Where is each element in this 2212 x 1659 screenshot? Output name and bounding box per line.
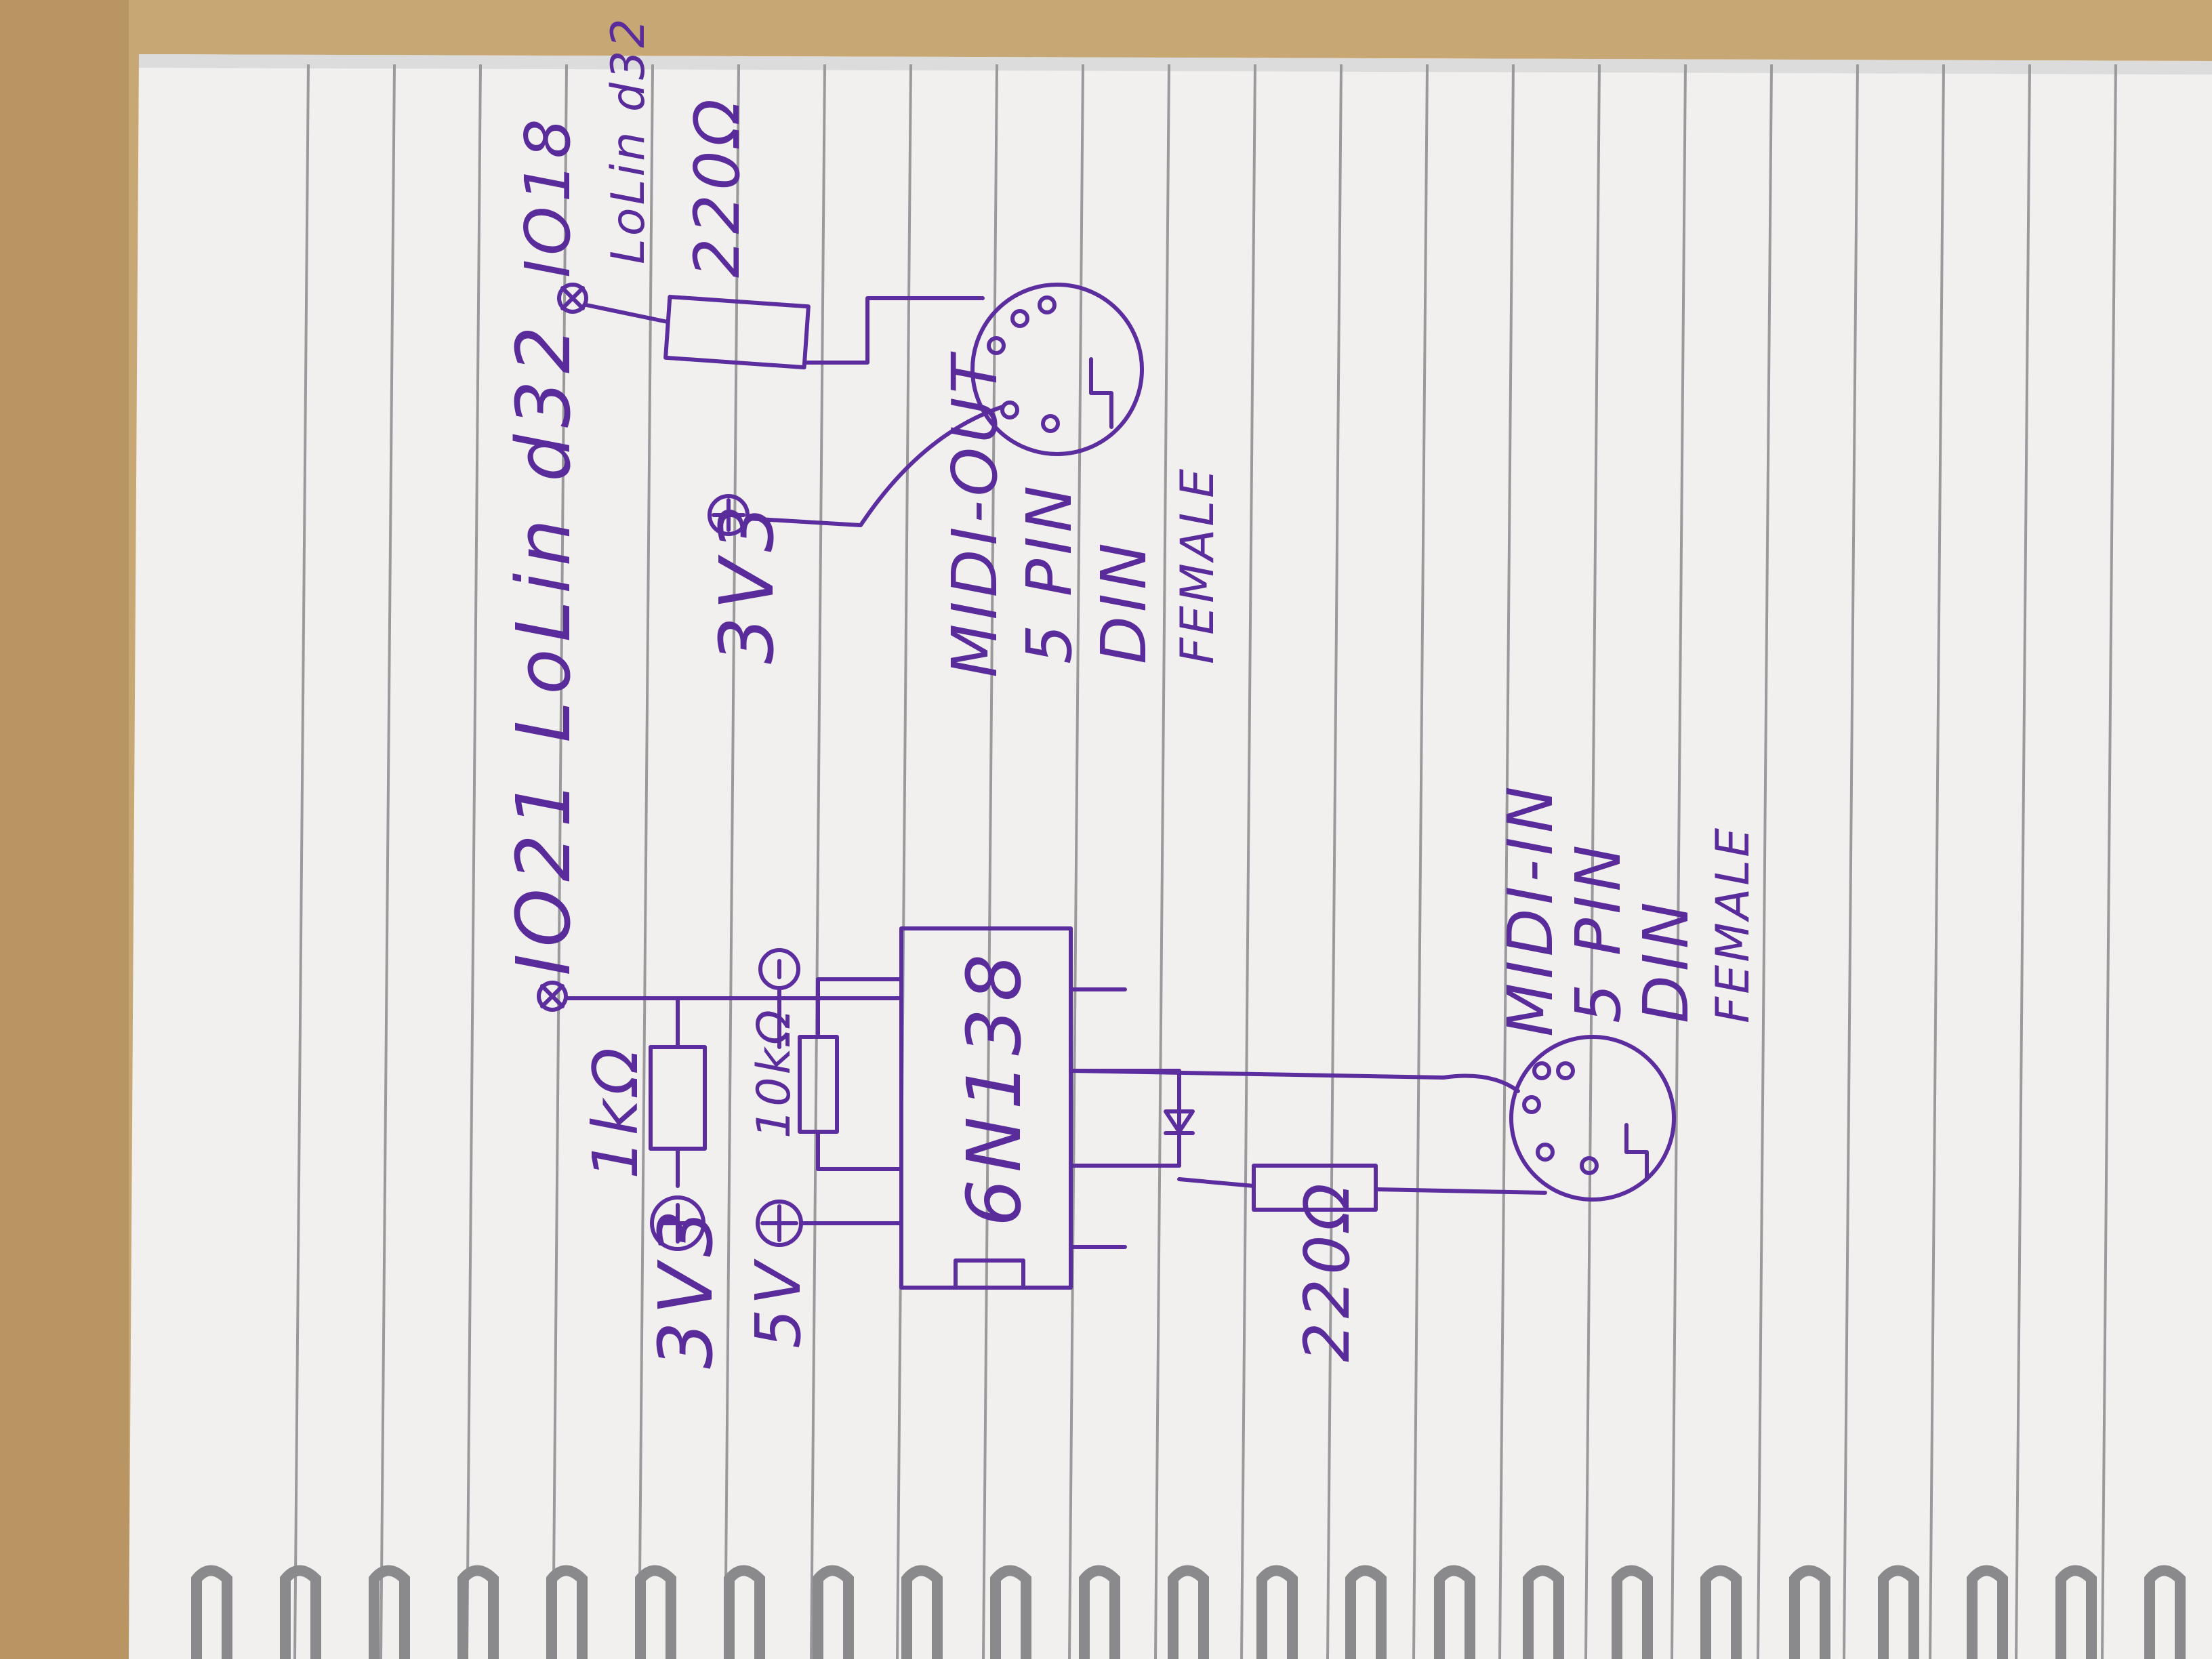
spiral-ring [1345, 1565, 1387, 1659]
text-5v: 5V [742, 1258, 815, 1349]
wire-ic-to-din-in [1069, 1069, 1520, 1093]
spiral-ring [2055, 1565, 2097, 1659]
rule-line [896, 64, 912, 1659]
midi-in-din-socket [1509, 1035, 1676, 1202]
midi-in-circuit [537, 926, 1676, 1290]
label-midi-out: MIDI-OUT 5 PIN DIN FEMALE [939, 351, 1225, 678]
rule-line [1671, 64, 1687, 1659]
spiral-ring [280, 1565, 321, 1659]
text-io21-lolin: IO21 LoLin d32 [500, 319, 587, 976]
text-midi-out-line1: MIDI-OUT [939, 351, 1011, 678]
spiral-ring [457, 1565, 499, 1659]
wire-3v3-to-din [745, 405, 1005, 527]
rule-line [2015, 64, 2031, 1659]
rule-line [380, 64, 396, 1659]
resistor-220-out [663, 294, 811, 370]
text-midi-in-line4: FEMALE [1706, 825, 1760, 1023]
spiral-ring [1789, 1565, 1830, 1659]
rule-line [293, 64, 310, 1659]
text-midi-in-line2: 5 PIN [1562, 841, 1635, 1023]
text-io18: IO18 [512, 115, 584, 278]
spiral-ring [1612, 1565, 1653, 1659]
rule-line [1757, 64, 1773, 1659]
rule-line [466, 64, 482, 1659]
text-ic: 6N138 [951, 947, 1038, 1227]
text-lolin-small: LoLin d32 [602, 16, 655, 264]
spiral-ring [1079, 1565, 1120, 1659]
rule-line [1068, 64, 1084, 1659]
label-3v3-in: 3V3 [642, 1203, 729, 1369]
spiral-ring [369, 1565, 410, 1659]
spiral-ring [1523, 1565, 1564, 1659]
supply-3v3-out [708, 494, 750, 536]
label-io21-lolin: IO21 LoLin d32 [500, 319, 587, 976]
rule-line [2101, 64, 2117, 1659]
rule-line [638, 64, 654, 1659]
label-io18: IO18 [512, 115, 584, 278]
midi-out-din-socket [970, 283, 1144, 456]
io18-pin-marker [557, 283, 588, 314]
rule-line [1929, 64, 1945, 1659]
supply-5v [756, 1200, 803, 1247]
notebook-page [129, 54, 2212, 1659]
midi-out-circuit [557, 283, 1144, 536]
wire-resistor-to-din [804, 296, 985, 365]
rule-line [1584, 64, 1601, 1659]
rule-line [810, 64, 826, 1659]
rule-line [1326, 64, 1343, 1659]
spiral-ring [635, 1565, 676, 1659]
label-r220-in: 220Ω [1291, 1179, 1364, 1362]
label-1k: 1kΩ [579, 1044, 652, 1179]
rule-line [1412, 64, 1429, 1659]
text-10k: 10kΩ [747, 1007, 801, 1139]
label-3v3-out: 3V3 [703, 498, 790, 664]
label-lolin-small: LoLin d32 [602, 16, 655, 264]
spiral-ring [191, 1565, 232, 1659]
spiral-ring [546, 1565, 588, 1659]
text-1k: 1kΩ [579, 1044, 652, 1179]
diode [1164, 1069, 1195, 1168]
text-midi-in-line3: DIN [1630, 898, 1702, 1023]
rule-line [1154, 64, 1170, 1659]
rule-line [1240, 64, 1256, 1659]
spiral-ring [1878, 1565, 1919, 1659]
spiral-ring [1434, 1565, 1475, 1659]
spiral-ring [1168, 1565, 1209, 1659]
label-r220-out: 220Ω [681, 95, 754, 278]
label-5v: 5V [742, 1258, 815, 1349]
spiral-ring [724, 1565, 765, 1659]
label-midi-in: MIDI-IN 5 PIN DIN FEMALE [1494, 782, 1760, 1037]
rule-line [552, 64, 568, 1659]
label-ic: 6N138 [951, 947, 1038, 1227]
text-r220-out: 220Ω [681, 95, 754, 278]
supply-3v3-in [650, 1195, 705, 1251]
spiral-ring [990, 1565, 1031, 1659]
spiral-ring [1967, 1565, 2008, 1659]
rule-line [724, 64, 740, 1659]
spiral-ring [1256, 1565, 1298, 1659]
rule-line [1843, 64, 1859, 1659]
text-r220-in: 220Ω [1291, 1179, 1364, 1362]
text-3v3-in: 3V3 [642, 1203, 729, 1369]
text-3v3-out: 3V3 [703, 498, 790, 664]
spiral-ring [2144, 1565, 2186, 1659]
text-midi-out-line3: DIN [1088, 539, 1160, 664]
desk-edge [0, 0, 129, 1659]
ruled-lines [293, 64, 2117, 1659]
text-midi-in-line1: MIDI-IN [1494, 782, 1567, 1037]
label-10k: 10kΩ [747, 1007, 801, 1139]
rule-line [982, 64, 998, 1659]
rule-line [1498, 64, 1515, 1659]
spiral-ring [901, 1565, 943, 1659]
spiral-ring [813, 1565, 854, 1659]
spiral-binding [191, 1565, 2186, 1659]
text-midi-out-line2: 5 PIN [1013, 482, 1086, 664]
spiral-ring [1700, 1565, 1742, 1659]
text-midi-out-line4: FEMALE [1171, 466, 1225, 664]
wire-io18-resistor [584, 303, 670, 324]
